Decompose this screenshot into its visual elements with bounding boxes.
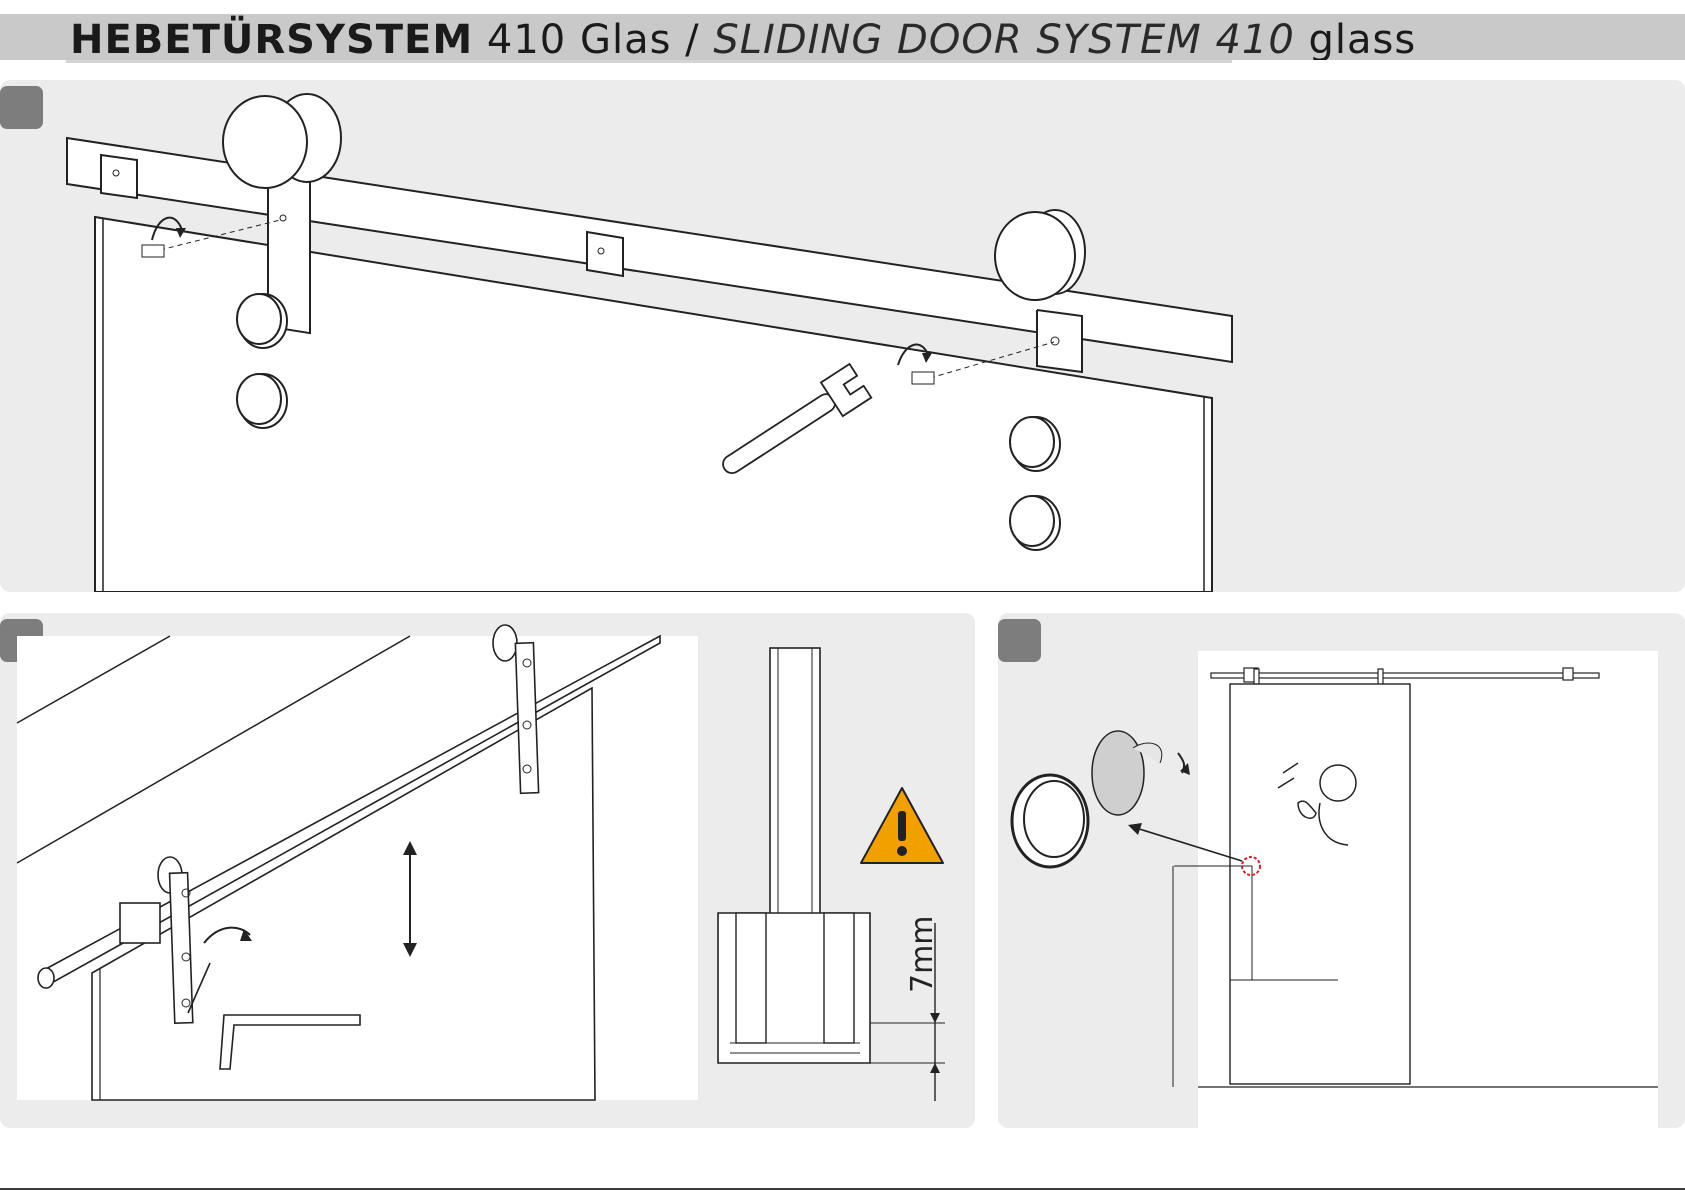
step-1-panel [0, 80, 1685, 592]
step-2-panel: 7mm [0, 613, 975, 1128]
step-3-panel [998, 613, 1685, 1128]
rail-mini [1211, 673, 1599, 678]
title-brand: HEBETÜRSYSTEM [70, 17, 473, 60]
adhesive-disc-icon [1092, 731, 1144, 815]
step-2-illustration: 7mm [0, 613, 975, 1128]
warning-triangle-icon [861, 788, 943, 863]
left-roller-wheel [223, 96, 307, 188]
header-bar: HEBETÜRSYSTEM 410 Glas / SLIDING DOOR SY… [0, 14, 1685, 60]
footer-line [0, 1188, 1685, 1190]
step-3-illustration [998, 613, 1685, 1128]
door-outline [1230, 684, 1410, 1084]
title-tail: glass [1295, 17, 1416, 60]
header-underline [66, 60, 1232, 63]
step-1-illustration [0, 80, 1685, 592]
title-english: SLIDING DOOR SYSTEM 410 [713, 17, 1294, 60]
right-roller-wheel [995, 212, 1075, 300]
page-title: HEBETÜRSYSTEM 410 Glas / SLIDING DOOR SY… [70, 14, 1416, 60]
title-model: 410 Glas / [473, 17, 713, 60]
measure-label: 7mm [905, 915, 940, 993]
handle-knob [237, 294, 281, 344]
